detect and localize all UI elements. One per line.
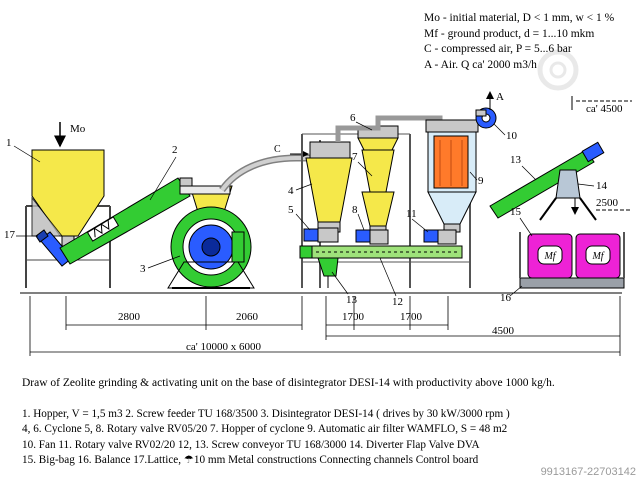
- label-15: 15: [510, 206, 522, 218]
- legend-mf: Mf - ground product, d = 1...10 mkm: [424, 27, 595, 40]
- height-marks: ca' 4500 2500: [571, 96, 632, 211]
- label-14: 14: [596, 180, 608, 192]
- label-4: 4: [288, 185, 294, 197]
- parts-line-2: 4, 6. Cyclone 5, 8. Rotary valve RV05/20…: [22, 423, 508, 436]
- bag-label-mf-2: Mf: [591, 251, 604, 262]
- label-2: 2: [172, 144, 178, 156]
- figure-caption: Draw of Zeolite grinding & activating un…: [22, 377, 555, 389]
- rotary-valve-8: [355, 229, 389, 245]
- cyclone-4: [305, 141, 353, 233]
- legend: Mo - initial material, D < 1 mm, w < 1 %…: [424, 11, 614, 73]
- hopper-1: [25, 122, 111, 288]
- label-13b: 13: [510, 154, 522, 166]
- label-c: C: [274, 144, 281, 155]
- parts-line-4: 15. Big-bag 16. Balance 17.Lattice, ☂10 …: [22, 453, 479, 466]
- screw-conveyor-12: [299, 245, 463, 259]
- label-16: 16: [500, 292, 512, 304]
- legend-a: A - Air. Q ca' 2000 m3/h: [424, 58, 537, 71]
- rotary-valve-5: [303, 227, 339, 243]
- label-a: A: [496, 91, 504, 103]
- air-duct: [335, 115, 443, 142]
- disintegrator-3: [167, 185, 255, 289]
- label-5: 5: [288, 204, 294, 216]
- bag-label-mf-1: Mf: [543, 251, 556, 262]
- dim-1700-b: 1700: [400, 311, 423, 323]
- balance-16: [519, 232, 625, 289]
- parts-line-1: 1. Hopper, V = 1,5 m3 2. Screw feeder TU…: [22, 408, 510, 420]
- dim-1700-a: 1700: [342, 311, 365, 323]
- dim-4500: 4500: [492, 325, 515, 337]
- dim-height: ca' 4500: [586, 103, 623, 115]
- label-3: 3: [140, 263, 146, 275]
- label-1: 1: [6, 137, 12, 149]
- rotary-valve-11: [423, 229, 457, 245]
- watermark-gear-icon: [537, 49, 579, 91]
- parts-line-3: 10. Fan 11. Rotary valve RV02/20 12, 13.…: [22, 438, 480, 451]
- cyclone-6: [357, 125, 399, 235]
- dimension-lines: 2800 2060 1700 1700 4500 ca' 10000 x 600…: [29, 296, 621, 356]
- diverter-flap-valve-14: [539, 169, 597, 221]
- label-11: 11: [406, 208, 417, 220]
- label-10: 10: [506, 130, 518, 142]
- label-17: 17: [4, 229, 16, 241]
- legend-c: C - compressed air, P = 5...6 bar: [424, 43, 572, 55]
- screw-conveyor-13-inclined: [489, 141, 605, 219]
- big-bags-15: Mf Mf: [527, 233, 621, 279]
- watermark-id: 9913167-22703142: [540, 466, 636, 478]
- air-filter-9: [425, 119, 479, 233]
- dim-total: ca' 10000 x 6000: [186, 341, 261, 353]
- label-7: 7: [352, 151, 358, 163]
- screw-conveyor-13-lower: [317, 257, 339, 288]
- parts-list: 1. Hopper, V = 1,5 m3 2. Screw feeder TU…: [22, 407, 510, 468]
- label-12: 12: [392, 296, 403, 308]
- dim-2060: 2060: [236, 311, 259, 323]
- legend-mo: Mo - initial material, D < 1 mm, w < 1 %: [424, 12, 615, 24]
- screw-drive-motor: [35, 229, 73, 267]
- label-6: 6: [350, 112, 356, 124]
- label-9: 9: [478, 175, 484, 187]
- dim-2500: 2500: [596, 197, 619, 209]
- fan-10: [475, 91, 497, 129]
- dim-2800: 2800: [118, 311, 141, 323]
- part-labels: Mo 1 2 3 4 5 6 7 8 9 10 11 12 13 13 14 1…: [4, 91, 608, 308]
- label-mo: Mo: [70, 123, 86, 135]
- label-8: 8: [352, 204, 358, 216]
- label-13a: 13: [346, 294, 358, 306]
